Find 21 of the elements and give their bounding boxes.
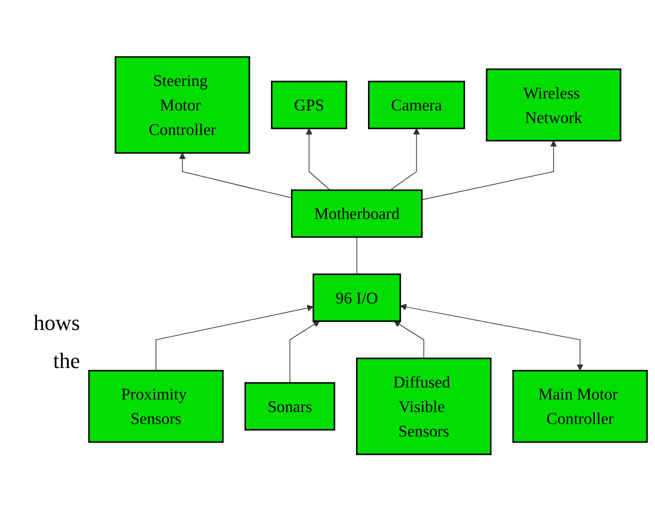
node-box: Diffused Visible Sensors (356, 358, 491, 456)
node-box: Camera (367, 81, 465, 130)
arrow (155, 305, 314, 372)
node-box: Sonars (244, 382, 335, 431)
arrow (400, 304, 583, 371)
node-box: 96 I/O (312, 274, 401, 322)
text-fragment: the (52, 348, 80, 374)
node-box: Steering Motor Controller (114, 56, 250, 154)
arrow (305, 128, 330, 191)
arrow (393, 321, 424, 360)
node-box: Motherboard (290, 190, 422, 238)
arrow (178, 153, 292, 199)
node-box: Wireless Network (485, 68, 621, 142)
node-box: Proximity Sensors (88, 370, 224, 444)
text-fragment: hows (32, 310, 80, 336)
node-box: GPS (270, 81, 347, 130)
connector (356, 237, 357, 275)
arrow (421, 140, 556, 200)
arrow (389, 128, 420, 191)
arrow (288, 321, 320, 384)
node-box: Main Motor Controller (512, 370, 648, 444)
